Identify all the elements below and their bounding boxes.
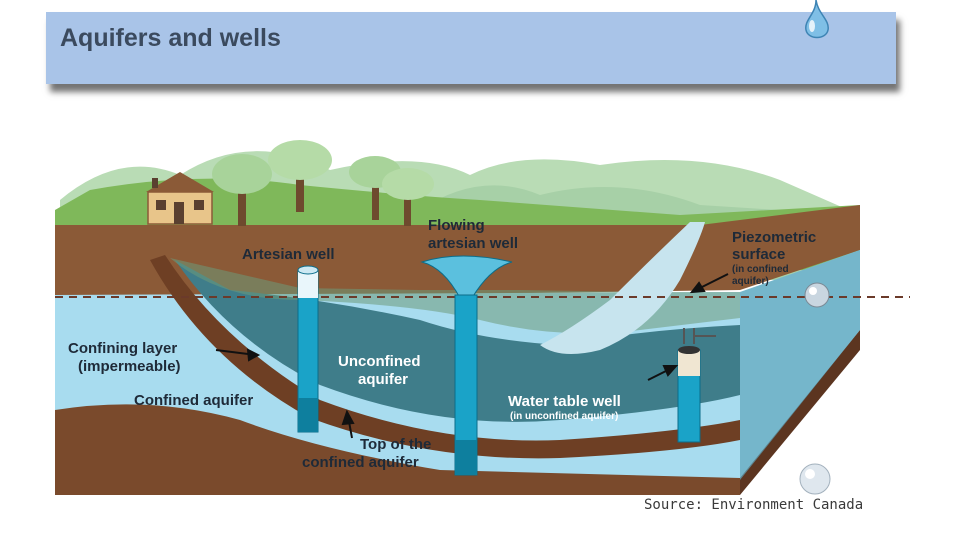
artesian-well [298,266,318,432]
water-bubble-icon [798,462,832,496]
unconfined-aquifer-label-2: aquifer [358,372,408,388]
piezometric-label-2: surface [732,247,785,263]
water-table-well-sub: (in unconfined aquifer) [510,412,618,423]
piezometric-sub-2: aquifer) [732,277,769,288]
water-table-well-label: Water table well [508,394,621,410]
confining-layer-label-2: (impermeable) [78,359,181,375]
top-confined-label-2: confined aquifer [302,455,419,471]
unconfined-aquifer-label-1: Unconfined [338,354,421,370]
piezometric-sub-1: (in confined [732,265,789,276]
source-credit: Source: Environment Canada [644,497,863,513]
artesian-well-label: Artesian well [242,247,335,263]
flowing-artesian-well-label-1: Flowing [428,218,485,234]
flowing-artesian-well-label-2: artesian well [428,236,518,252]
piezometric-label-1: Piezometric [732,230,816,246]
confined-aquifer-label: Confined aquifer [134,393,253,409]
water-bubble-icon [805,283,829,307]
confining-layer-label-1: Confining layer [68,341,177,357]
top-confined-label-1: Top of the [360,437,431,453]
